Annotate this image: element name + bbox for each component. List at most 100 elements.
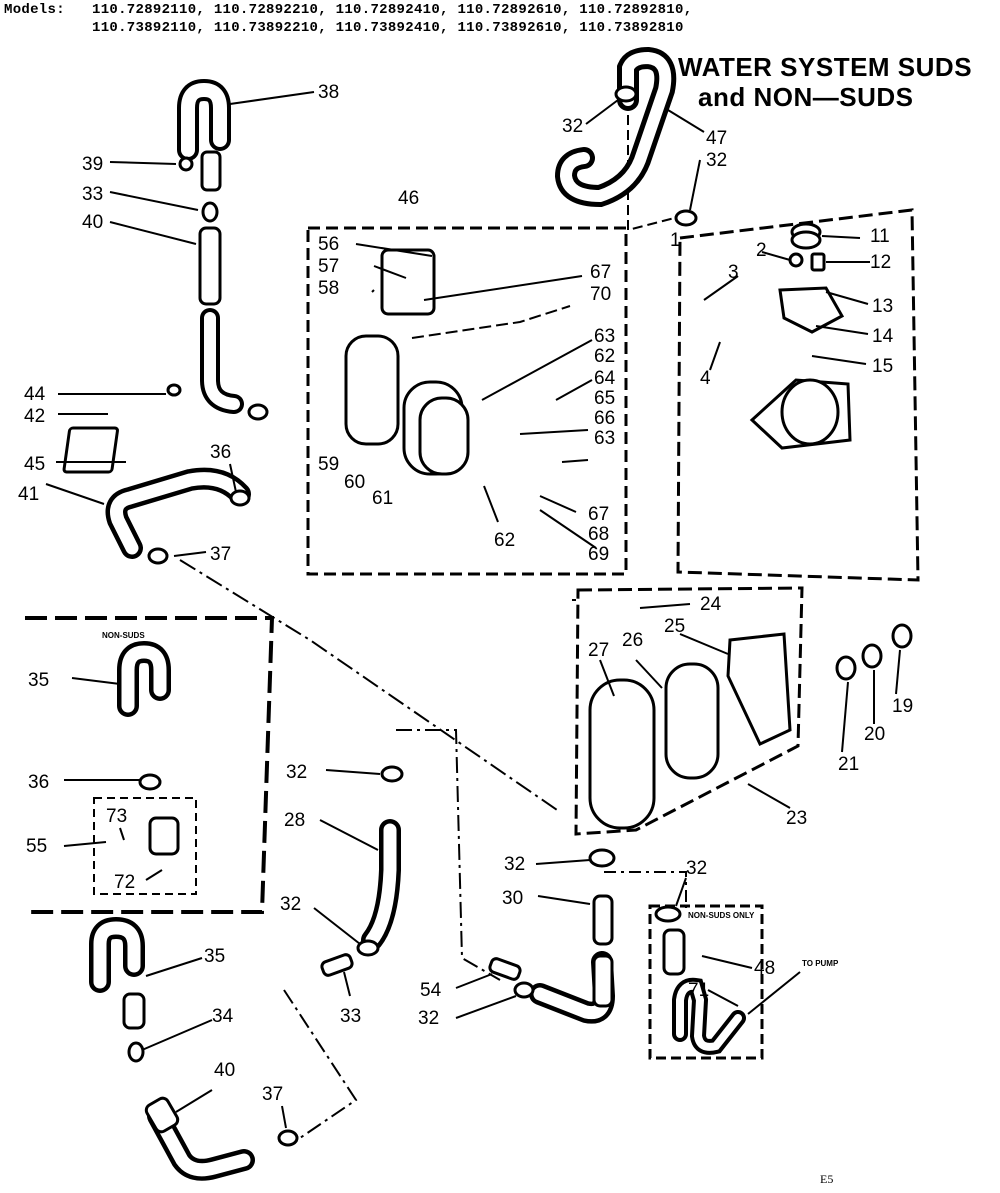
callout-32b: 32 xyxy=(706,150,727,171)
callout-69: 69 xyxy=(588,544,609,565)
connector-33 xyxy=(320,953,354,977)
diagram-title-line-2: and NON—SUDS xyxy=(698,82,914,112)
clamp-33 xyxy=(201,201,219,223)
callout-46: 46 xyxy=(398,188,419,209)
hose-40-upper xyxy=(198,226,222,306)
callout-61: 61 xyxy=(372,488,393,509)
callout-68: 68 xyxy=(588,524,609,545)
callout-36: 36 xyxy=(210,442,231,463)
clamp-32 xyxy=(614,85,638,103)
clamp-39 xyxy=(178,156,194,172)
callout-42: 42 xyxy=(24,406,45,427)
hose-34 xyxy=(122,992,146,1030)
models-line-2: 110.73892110, 110.73892210, 110.73892410… xyxy=(92,20,684,36)
solenoid-block xyxy=(380,248,436,316)
bracket-45 xyxy=(62,426,119,474)
air-dome-25 xyxy=(726,632,792,746)
clamp-37 xyxy=(147,547,169,565)
callout-67b: 67 xyxy=(588,504,609,525)
hose-48 xyxy=(662,928,686,976)
valve-screen-26 xyxy=(664,662,720,780)
callout-54: 54 xyxy=(420,980,442,1001)
callout-63: 63 xyxy=(594,326,615,347)
leader-dashdot xyxy=(396,729,501,981)
callout-45: 45 xyxy=(24,454,45,475)
callout-32f: 32 xyxy=(686,858,707,879)
nut-19 xyxy=(891,623,913,649)
callout-23: 23 xyxy=(786,808,807,829)
callout-12: 12 xyxy=(870,252,891,273)
washer-20 xyxy=(861,643,883,669)
callout-63b: 63 xyxy=(594,428,615,449)
hose-30 xyxy=(592,894,614,946)
hose-30b xyxy=(592,954,614,1008)
leader-dashdot xyxy=(411,305,571,339)
callout-64: 64 xyxy=(594,368,616,389)
valve-body-59 xyxy=(344,334,400,446)
callout-70: 70 xyxy=(590,284,611,305)
part-2 xyxy=(788,252,804,268)
vacuum-breaker xyxy=(148,816,180,856)
valve-assembly-box xyxy=(306,226,628,576)
callout-34: 34 xyxy=(212,1006,234,1027)
callout-27: 27 xyxy=(588,640,609,661)
callout-37: 37 xyxy=(210,544,231,565)
clamp-37 xyxy=(277,1129,299,1147)
callout-25: 25 xyxy=(664,616,685,637)
leader-dashdot xyxy=(179,559,561,813)
non-suds-only-label: NON-SUDS ONLY xyxy=(688,911,755,920)
callout-30: 30 xyxy=(502,888,523,909)
callout-38: 38 xyxy=(318,82,339,103)
callout-26: 26 xyxy=(622,630,643,651)
callout-57: 57 xyxy=(318,256,339,277)
callout-56: 56 xyxy=(318,234,339,255)
diagram-title-line-1: WATER SYSTEM SUDS xyxy=(678,52,973,82)
callout-4: 4 xyxy=(700,368,711,389)
callout-33: 33 xyxy=(82,184,103,205)
callout-40b: 40 xyxy=(214,1060,235,1081)
mixing-valve xyxy=(780,378,840,446)
callout-58: 58 xyxy=(318,278,339,299)
clamp-32 xyxy=(588,848,616,868)
leader-dashdot xyxy=(604,871,687,908)
callout-35a: 35 xyxy=(28,670,49,691)
callout-13: 13 xyxy=(872,296,893,317)
non-suds-label: NON-SUDS xyxy=(102,631,145,640)
callout-1: 1 xyxy=(670,230,681,251)
non-suds-box xyxy=(25,616,275,914)
callouts: 38 39 33 40 44 42 45 36 41 37 46 56 57 5… xyxy=(18,82,913,1105)
vacuum-breaker-box xyxy=(93,797,197,895)
callout-62: 62 xyxy=(594,346,615,367)
callout-73: 73 xyxy=(106,806,127,827)
clamp-34 xyxy=(127,1041,145,1063)
callout-33b: 33 xyxy=(340,1006,361,1027)
callout-20: 20 xyxy=(864,724,885,745)
models-label: Models: xyxy=(4,2,65,18)
water-valve-group-box xyxy=(676,208,920,582)
callout-67: 67 xyxy=(590,262,611,283)
callout-14: 14 xyxy=(872,326,894,347)
callout-44: 44 xyxy=(24,384,46,405)
clamp-32 xyxy=(380,765,404,783)
clamp-32 xyxy=(654,905,682,923)
callout-3: 3 xyxy=(728,262,739,283)
washer-11b xyxy=(790,230,822,250)
clamp-32 xyxy=(674,209,698,227)
callout-72: 72 xyxy=(114,872,135,893)
callout-19: 19 xyxy=(892,696,913,717)
callout-32g: 32 xyxy=(418,1008,439,1029)
clamp-36 xyxy=(229,489,251,507)
callout-36b: 36 xyxy=(28,772,49,793)
footer-code: E5 xyxy=(820,1172,834,1186)
leader-dashdot xyxy=(627,100,691,232)
callout-62b: 62 xyxy=(494,530,515,551)
clamp-36 xyxy=(247,403,269,421)
callout-47: 47 xyxy=(706,128,727,149)
screw-44 xyxy=(166,383,182,397)
washer-21 xyxy=(835,655,857,681)
hose-segment xyxy=(200,150,222,192)
gasket-61 xyxy=(418,396,470,476)
callout-32a: 32 xyxy=(562,116,583,137)
hose-40-small xyxy=(144,1096,180,1134)
